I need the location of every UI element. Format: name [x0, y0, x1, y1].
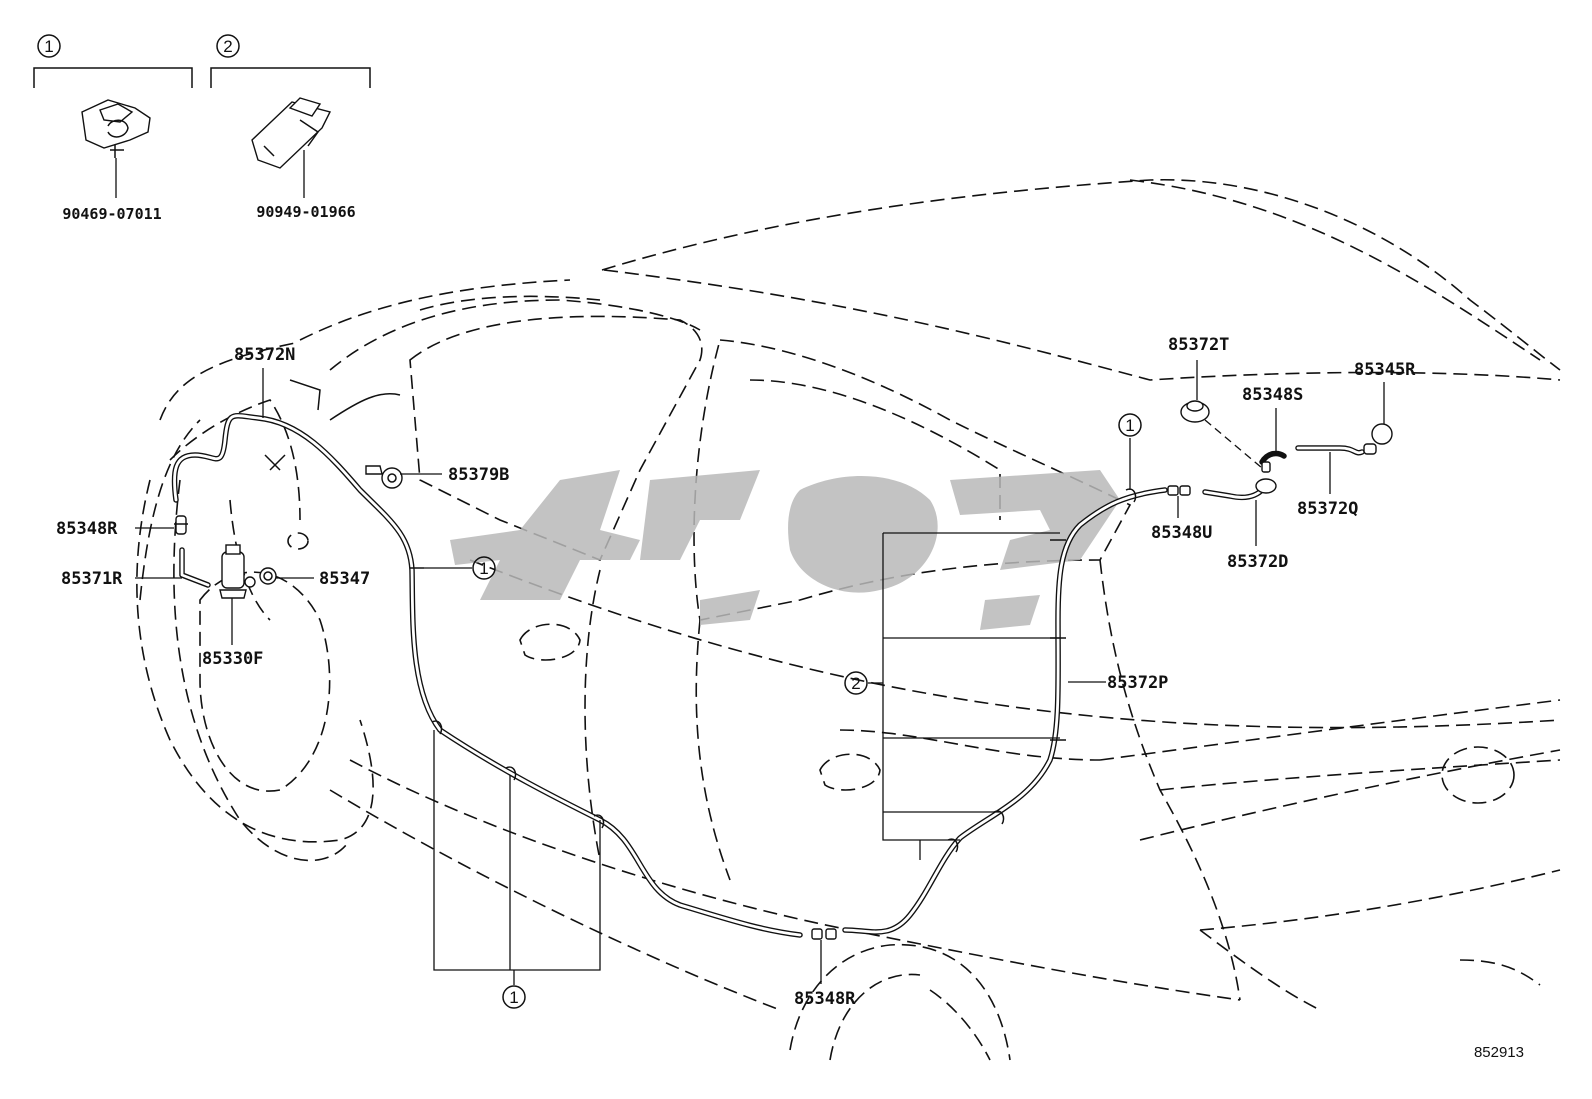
callout-circle-1 — [502, 985, 526, 1009]
joint-85348R-top — [174, 515, 188, 535]
legend-bracket-1 — [33, 67, 193, 88]
clip-1-icon — [81, 99, 151, 158]
car-outline — [136, 178, 1561, 1061]
clip-2-part-number: 90949-01966 — [256, 203, 355, 221]
parts — [174, 400, 1393, 940]
part-label-85372D: 85372D — [1227, 552, 1288, 572]
callout-circle-2 — [844, 671, 868, 695]
callout-number: 1 — [509, 988, 518, 1007]
callout-number: 1 — [44, 37, 53, 56]
elbow-85348S — [1259, 450, 1287, 473]
check-valve-85345R — [1363, 423, 1393, 455]
legend: 1 2 90469-07011 90949-01966 — [33, 34, 371, 223]
part-label-85330F: 85330F — [202, 649, 263, 669]
clip-1-part-number: 90469-07011 — [62, 205, 161, 223]
nozzle-85379B — [365, 465, 403, 489]
washer-pump — [219, 544, 277, 599]
callout-number: 1 — [1125, 416, 1134, 435]
part-label-85348U: 85348U — [1151, 523, 1212, 543]
washer-hose-route — [171, 412, 1365, 938]
callout-circle-1 — [37, 34, 61, 58]
part-label-85348S: 85348S — [1242, 385, 1303, 405]
part-label-85345R: 85345R — [1354, 360, 1416, 380]
part-label-85372N: 85372N — [234, 345, 295, 365]
leader-lines — [135, 360, 1385, 985]
part-label-85372Q: 85372Q — [1297, 499, 1358, 519]
grommet-85372T — [1180, 400, 1210, 423]
part-labels: 85372N 85379B 85348R 85371R 85347 85330F… — [56, 335, 1416, 1009]
part-label-85372T: 85372T — [1168, 335, 1229, 355]
callout-number: 2 — [223, 37, 232, 56]
part-label-85348R-bottom: 85348R — [794, 989, 856, 1009]
callout-circle-1 — [1118, 413, 1142, 437]
nozzle-85372D — [1255, 478, 1277, 494]
callout-circle-2 — [216, 34, 240, 58]
joint-85348U — [1167, 485, 1191, 496]
part-label-85371R: 85371R — [61, 569, 123, 589]
callout-number: 2 — [851, 674, 860, 693]
illustration-reference-number: 852913 — [1474, 1044, 1524, 1061]
callout-number: 1 — [479, 559, 488, 578]
part-label-85379B: 85379B — [448, 465, 509, 485]
legend-bracket-2 — [210, 67, 371, 88]
part-label-85372P: 85372P — [1107, 673, 1168, 693]
watermark-logo — [450, 470, 1120, 630]
callout-circle-1 — [472, 556, 496, 580]
joint-85348R-bottom — [811, 928, 837, 940]
part-label-85348R-top: 85348R — [56, 519, 118, 539]
diagram-callouts: 1 1 2 1 — [472, 413, 1142, 1009]
part-label-85347: 85347 — [319, 569, 370, 589]
clip-2-icon — [251, 97, 332, 169]
